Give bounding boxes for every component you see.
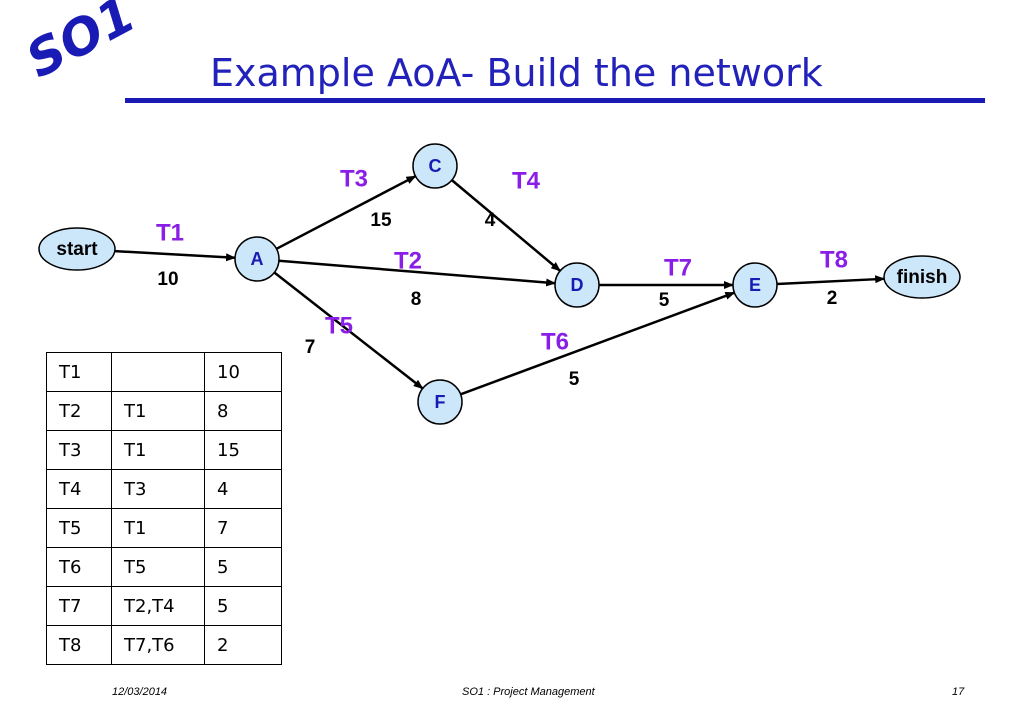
- predecessor-cell: T5: [111, 547, 205, 587]
- edge-t4-arrow: [451, 179, 561, 272]
- node-d-label: D: [571, 275, 584, 295]
- duration-cell: 4: [204, 469, 282, 509]
- node-a-label: A: [251, 249, 264, 269]
- predecessor-cell: [111, 352, 205, 392]
- predecessor-cell: T1: [111, 391, 205, 431]
- edge-t5-task-label: T5: [325, 312, 353, 339]
- edge-t4-duration-label: 4: [485, 210, 496, 231]
- edge-t7-task-label: T7: [664, 254, 692, 281]
- duration-cell: 8: [204, 391, 282, 431]
- edge-t8-task-label: T8: [820, 246, 848, 273]
- edge-t3-arrow: [275, 175, 417, 250]
- edge-t6-arrow: [460, 291, 736, 396]
- edge-t4-task-label: T4: [512, 167, 541, 194]
- edge-t6-duration-label: 5: [569, 369, 580, 390]
- node-start: [38, 227, 116, 271]
- task-cell: T7: [46, 586, 112, 626]
- footer-page-number: 17: [952, 686, 965, 698]
- footer-course: SO1 : Project Management: [462, 686, 595, 698]
- edge-t5-duration-label: 7: [305, 337, 316, 358]
- edge-t8-arrow: [776, 275, 886, 286]
- title-underline: [125, 98, 985, 103]
- edge-t7-duration-label: 5: [659, 290, 670, 311]
- task-cell: T1: [46, 352, 112, 392]
- edge-t3-duration-label: 15: [370, 210, 392, 231]
- edge-t1-duration-label: 10: [157, 269, 178, 290]
- task-cell: T2: [46, 391, 112, 431]
- task-cell: T5: [46, 508, 112, 548]
- task-cell: T4: [46, 469, 112, 509]
- predecessor-cell: T1: [111, 430, 205, 470]
- duration-cell: 2: [204, 625, 282, 665]
- duration-cell: 5: [204, 586, 282, 626]
- edge-t2-task-label: T2: [394, 247, 422, 274]
- node-d: [554, 262, 600, 308]
- node-c-label: C: [429, 156, 442, 176]
- task-cell: T6: [46, 547, 112, 587]
- node-start-label: start: [56, 239, 98, 260]
- edge-t2-duration-label: 8: [411, 289, 422, 310]
- duration-cell: 15: [204, 430, 282, 470]
- task-cell: T3: [46, 430, 112, 470]
- edge-layer: [114, 175, 886, 396]
- duration-cell: 7: [204, 508, 282, 548]
- edge-t1-task-label: T1: [156, 219, 184, 246]
- duration-cell: 10: [204, 352, 282, 392]
- edge-t6-task-label: T6: [541, 328, 569, 355]
- predecessor-cell: T1: [111, 508, 205, 548]
- node-f: [417, 379, 463, 425]
- duration-cell: 5: [204, 547, 282, 587]
- node-finish: [883, 255, 961, 299]
- predecessor-cell: T2,T4: [111, 586, 205, 626]
- predecessor-cell: T7,T6: [111, 625, 205, 665]
- node-e-label: E: [749, 275, 761, 295]
- task-table-row: T1 10: [46, 352, 282, 392]
- predecessor-cell: T3: [111, 469, 205, 509]
- edge-t1-arrow: [114, 249, 237, 262]
- node-finish-label: finish: [897, 267, 948, 288]
- slide-title: Example AoA- Build the network: [210, 51, 823, 95]
- node-c: [412, 143, 458, 189]
- node-f-label: F: [435, 392, 446, 412]
- task-cell: T8: [46, 625, 112, 665]
- edge-t5-arrow: [273, 271, 424, 390]
- edge-t2-arrow: [278, 259, 557, 287]
- node-a: [234, 236, 280, 282]
- edge-t3-task-label: T3: [340, 165, 368, 192]
- edge-t8-duration-label: 2: [827, 288, 838, 309]
- footer-date: 12/03/2014: [112, 686, 168, 698]
- node-e: [732, 262, 778, 308]
